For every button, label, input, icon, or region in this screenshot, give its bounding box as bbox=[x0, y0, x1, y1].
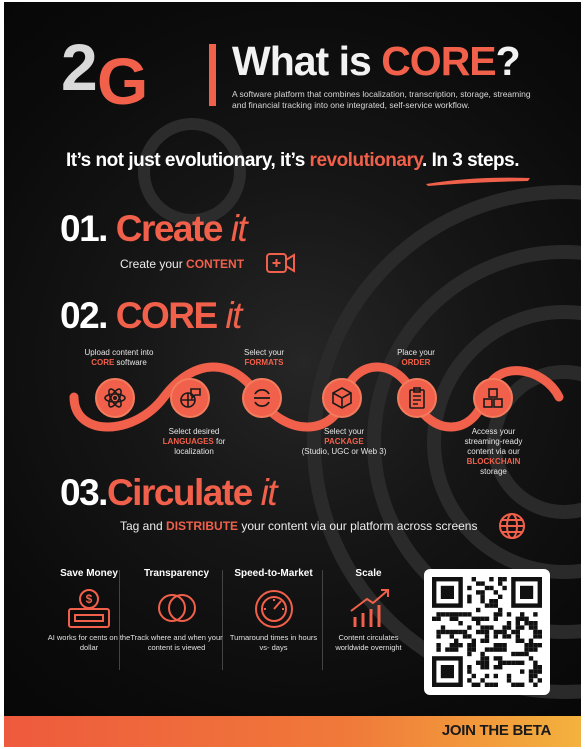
video-add-icon bbox=[266, 253, 295, 273]
svg-text:G: G bbox=[97, 44, 148, 112]
flow-label-package: Select your PACKAGE (Studio, UGC or Web … bbox=[289, 427, 399, 457]
flow-label-formats: Select your FORMATS bbox=[224, 348, 304, 368]
svg-text:2: 2 bbox=[61, 32, 96, 104]
step-3-heading: 03.Circulate it bbox=[60, 472, 278, 514]
flow-access-line4: storage bbox=[480, 467, 507, 476]
benefit-divider-3 bbox=[322, 570, 323, 670]
clipboard-icon bbox=[397, 378, 437, 418]
benefit-desc: Turnaround times in hours vs- days bbox=[229, 633, 318, 652]
benefit-scale: Scale Content circulates worldwide overn… bbox=[326, 568, 411, 652]
step-3-sub-accent: DISTRIBUTE bbox=[166, 519, 239, 533]
step-2-heading: 02. CORE it bbox=[60, 295, 242, 337]
tagline: It’s not just evolutionary, it’s revolut… bbox=[4, 150, 581, 172]
flow-order-accent: ORDER bbox=[401, 358, 431, 367]
overlap-circles-icon bbox=[157, 594, 196, 622]
benefit-desc: Track where and when your content is vie… bbox=[130, 633, 223, 652]
step-2-number: 02. bbox=[60, 295, 108, 336]
step-1-it: it bbox=[230, 208, 248, 249]
step-3-number: 03. bbox=[60, 472, 108, 513]
globe-chat-icon bbox=[170, 378, 210, 418]
flow-label-languages: Select desired LANGUAGES for localizatio… bbox=[144, 427, 244, 457]
globe-icon bbox=[499, 513, 525, 539]
flow-languages-line1: Select desired bbox=[168, 427, 220, 436]
step-3-it: it bbox=[260, 472, 278, 513]
flow-upload-accent: CORE bbox=[91, 358, 115, 367]
formats-icon bbox=[242, 378, 282, 418]
flow-label-order: Place your ORDER bbox=[376, 348, 456, 368]
step-1-heading: 01. Create it bbox=[60, 208, 248, 250]
flow-access-line3: content via our bbox=[467, 447, 520, 456]
flow-label-access: Access your streaming-ready content via … bbox=[446, 427, 541, 477]
step-1-sub-prefix: Create your bbox=[120, 257, 187, 271]
title-prefix: What is bbox=[232, 38, 382, 84]
flow-formats-line1: Select your bbox=[243, 348, 285, 357]
atom-icon bbox=[95, 378, 135, 418]
page-title: What is CORE? bbox=[232, 38, 521, 85]
title-divider bbox=[209, 44, 216, 106]
flow-languages-line2: for bbox=[213, 437, 226, 446]
join-beta-button[interactable]: JOIN THE BETA bbox=[441, 722, 551, 739]
growth-chart-icon bbox=[349, 589, 389, 627]
title-accent: CORE bbox=[381, 38, 496, 84]
step-3-subtext: Tag and DISTRIBUTE your content via our … bbox=[120, 519, 477, 533]
step-1-word: Create bbox=[115, 208, 224, 249]
flow-access-line2: streaming-ready bbox=[464, 437, 523, 446]
page-subtitle: A software platform that combines locali… bbox=[232, 89, 531, 110]
step-1-sub-accent: CONTENT bbox=[186, 257, 245, 271]
flow-upload-line1: Upload content into bbox=[84, 348, 154, 357]
flow-languages-accent: LANGUAGES bbox=[162, 437, 214, 446]
step-2-it: it bbox=[225, 295, 242, 336]
step-3-sub-prefix: Tag and bbox=[120, 519, 167, 533]
step-1-number: 01. bbox=[60, 208, 108, 249]
svg-text:$: $ bbox=[86, 592, 93, 606]
benefit-save-money: Save Money $ AI works for cents on the d… bbox=[44, 568, 134, 652]
benefit-title: Scale bbox=[355, 568, 382, 579]
benefit-divider-2 bbox=[222, 570, 223, 670]
benefit-title: Transparency bbox=[143, 568, 210, 579]
wallet-dollar-icon: $ bbox=[68, 589, 110, 628]
benefit-desc: AI works for cents on the dollar bbox=[47, 633, 131, 652]
flow-label-upload: Upload content into CORE software bbox=[64, 348, 174, 368]
step-3-sub-suffix: your content via our platform across scr… bbox=[238, 519, 478, 533]
benefit-title: Save Money bbox=[60, 568, 118, 579]
brand-logo: 2 G bbox=[61, 32, 148, 112]
benefit-speed-to-market: Speed-to-Market Turnaround times in hour… bbox=[226, 568, 321, 652]
flow-package-line2: (Studio, UGC or Web 3) bbox=[301, 447, 387, 456]
title-suffix: ? bbox=[495, 38, 521, 84]
background-rings bbox=[138, 118, 581, 699]
flow-package-accent: PACKAGE bbox=[324, 437, 364, 446]
benefit-transparency: Transparency Track where and when your c… bbox=[129, 568, 224, 652]
tagline-accent: revolutionary bbox=[309, 150, 423, 171]
flow-package-line1: Select your bbox=[323, 427, 365, 436]
qr-code[interactable] bbox=[424, 569, 550, 695]
tagline-part1: It’s not just evolutionary, it’s bbox=[66, 150, 310, 171]
flyer-page: 2 G What is CORE? A software platform th… bbox=[4, 2, 581, 747]
benefit-desc: Content circulates worldwide overnight bbox=[335, 633, 402, 652]
step-3-word: Circulate bbox=[106, 472, 253, 513]
swoosh-underline bbox=[426, 177, 530, 186]
package-box-icon bbox=[322, 378, 362, 418]
flow-languages-line3: localization bbox=[174, 447, 214, 456]
flow-upload-line2: software bbox=[114, 358, 147, 367]
step-1-subtext: Create your CONTENT bbox=[120, 257, 244, 271]
flow-access-accent: BLOCKCHAIN bbox=[466, 457, 521, 466]
benefit-title: Speed-to-Market bbox=[234, 568, 313, 579]
footer-bar: JOIN THE BETA bbox=[4, 716, 581, 747]
benefit-divider-1 bbox=[119, 570, 120, 670]
flow-order-line1: Place your bbox=[397, 348, 435, 357]
flow-formats-accent: FORMATS bbox=[244, 358, 284, 367]
speedometer-icon bbox=[254, 590, 293, 628]
flow-access-line1: Access your bbox=[471, 427, 516, 436]
qr-code-pattern bbox=[432, 577, 542, 687]
tagline-part2: . In 3 steps. bbox=[422, 150, 519, 171]
blocks-icon bbox=[473, 378, 513, 418]
step-2-word: CORE bbox=[115, 295, 218, 336]
